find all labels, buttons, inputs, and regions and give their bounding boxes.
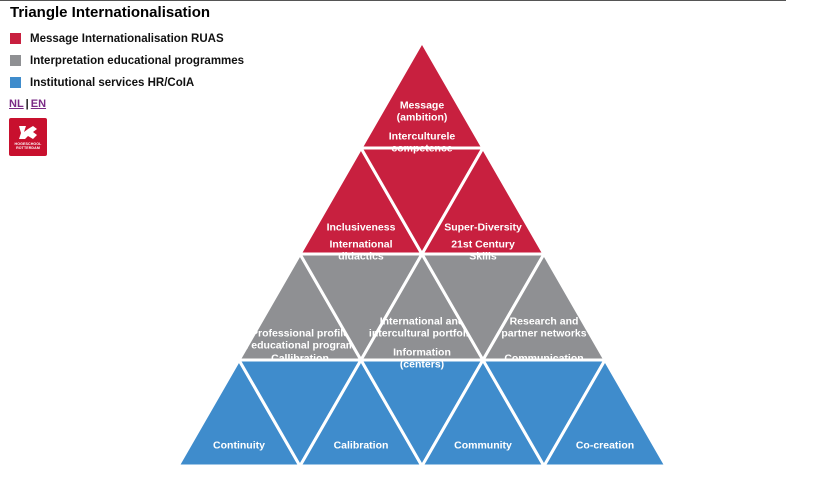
logo-text-line2: ROTTERDAM [16,146,40,151]
logo-text: HOGESCHOOL ROTTERDAM [9,142,47,150]
legend-swatch-blue [10,77,21,88]
triangle-label-international-portfolio: intercultural portfolio [369,328,475,340]
legend-swatch-red [10,33,21,44]
triangle-label-international-didactics: International [329,238,392,250]
triangle-label-co-creation: Co-creation [576,440,634,452]
triangle-label-message: (ambition) [397,112,448,124]
triangle-label-21st-century-skills: 21st Century [451,238,515,250]
triangle-label-professional-profile: Professional profile [251,328,349,340]
triangle-label-international-didactics: didactics [338,250,384,262]
triangle-label-information-centers: (centers) [400,358,444,370]
triangle-label-interculturele-competence: competence [391,142,452,154]
triangle-label-21st-century-skills: Skills [469,250,497,262]
triangle-label-inclusiveness: Inclusiveness [327,222,396,234]
legend-label: Message Internationalisation RUAS [30,32,224,45]
logo-text-line1: HOGESCHOOL [14,142,42,146]
language-link-nl[interactable]: NL [9,98,24,110]
title-rule [0,0,786,1]
triangle-label-communication: Communication [504,352,583,364]
page-title: Triangle Internationalisation [10,4,211,21]
language-separator: | [25,98,29,110]
hogeschool-rotterdam-logo[interactable]: HOGESCHOOL ROTTERDAM [9,118,47,156]
logo-mark-icon [19,126,37,139]
triangle-label-calibration: Calibration [334,440,389,452]
triangle-label-callibration: Callibration [271,352,329,364]
legend-item-message: Message Internationalisation RUAS [10,32,244,45]
triangle-label-message: Message [400,100,445,112]
triangle-label-international-portfolio: International and [380,316,465,328]
triangle-label-super-diversity: Super-Diversity [444,222,522,234]
triangle-label-research-partner-networks: partner networks [501,328,586,340]
triangle-co-creation [541,356,669,468]
triangle-label-interculturele-competence: Interculturele [389,130,456,142]
legend-item-interpretation: Interpretation educational programmes [10,54,245,67]
language-link-en[interactable]: EN [30,98,47,110]
legend-label: Interpretation educational programmes [30,54,245,67]
triangle-label-professional-profile: and educational programme [230,340,371,352]
legend-item-institutional: Institutional services HR/CoIA [10,76,244,89]
triangle-label-community: Community [454,440,512,452]
legend-label: Institutional services HR/CoIA [30,76,195,89]
triangle-label-information-centers: Information [393,346,451,358]
language-switcher: NL|EN [9,98,46,110]
legend: Message Internationalisation RUAS Interp… [10,33,244,99]
legend-swatch-gray [10,55,21,66]
triangle-label-continuity: Continuity [213,440,265,452]
triangle-label-research-partner-networks: Research and [510,316,579,328]
